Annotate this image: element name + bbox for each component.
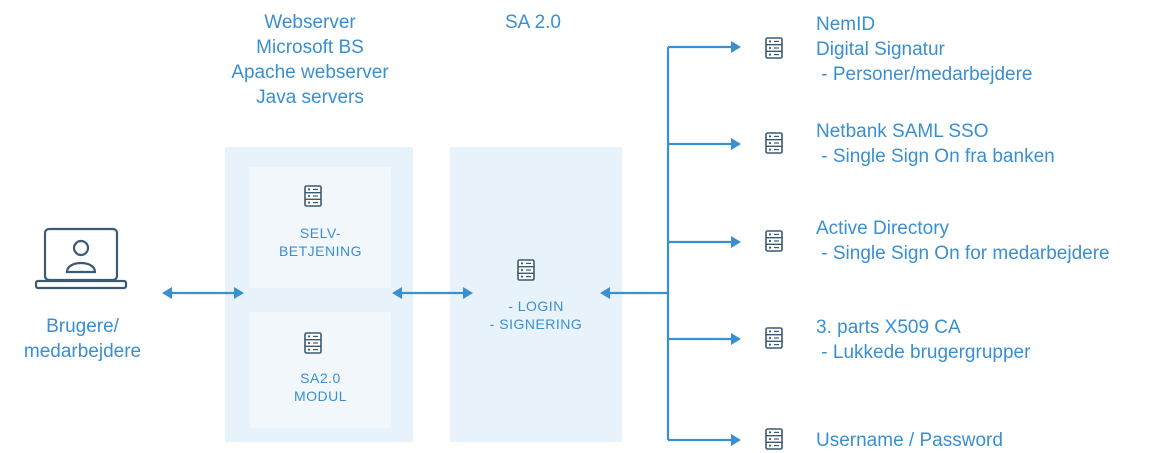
branch-arrow [668, 236, 741, 248]
sa-module-panel [250, 312, 391, 428]
service-line: Netbank SAML SSO [816, 121, 989, 142]
service-line: Digital Signatur [816, 39, 945, 60]
service-nemid: NemID Digital Signatur - Personer/medarb… [816, 12, 1033, 87]
double-arrow-user-webserver [162, 287, 244, 299]
sa-header: SA 2.0 [505, 12, 561, 33]
service-line: - Single Sign On fra banken [816, 146, 1055, 167]
login-label: - LOGIN - SIGNERING [450, 297, 622, 333]
server-icon [765, 37, 783, 59]
service-active-directory: Active Directory - Single Sign On for me… [816, 216, 1110, 266]
service-connector-trunk [600, 47, 670, 440]
service-line: Active Directory [816, 218, 950, 239]
webserver-header-line: Java servers [256, 87, 364, 108]
webserver-header: Webserver Microsoft BS Apache webserver … [200, 10, 420, 110]
webserver-header-line: Webserver [264, 12, 356, 33]
webserver-header-line: Microsoft BS [256, 37, 364, 58]
service-line: Username / Password [816, 430, 1003, 451]
branch-arrow [668, 41, 741, 53]
service-x509: 3. parts X509 CA - Lukkede brugergrupper [816, 315, 1030, 365]
double-arrow-webserver-login [392, 287, 473, 299]
service-username: Username / Password [816, 428, 1003, 453]
self-service-label-line: BETJENING [278, 243, 363, 259]
server-icon [765, 230, 783, 252]
branch-arrow [668, 434, 741, 446]
webserver-header-line: Apache webserver [231, 62, 389, 83]
server-icon [765, 428, 783, 450]
service-line: - Personer/medarbejdere [816, 64, 1033, 85]
laptop-user-icon [34, 227, 128, 290]
server-icon [765, 132, 783, 154]
server-icon [517, 259, 535, 281]
service-line: NemID [816, 14, 876, 35]
service-line: - Single Sign On for medarbejdere [816, 243, 1110, 264]
service-line: - Lukkede brugergrupper [816, 342, 1031, 363]
sa-module-label-line: MODUL [293, 388, 348, 404]
branch-arrow [668, 333, 741, 345]
sa-module-label: SA2.0 MODUL [250, 369, 391, 405]
service-line: 3. parts X509 CA [816, 317, 961, 338]
user-label-line: medarbejdere [23, 341, 142, 362]
self-service-label: SELV- BETJENING [250, 224, 391, 260]
user-label: Brugere/ medarbejdere [0, 314, 165, 364]
server-icon [304, 332, 322, 354]
sa-login-box [450, 147, 622, 442]
login-label-line: - SIGNERING [489, 316, 583, 332]
server-icon [765, 327, 783, 349]
branch-arrow [668, 138, 741, 150]
self-service-label-line: SELV- [299, 225, 342, 241]
server-icon [304, 185, 322, 207]
sa-module-label-line: SA2.0 [300, 370, 341, 386]
service-netbank: Netbank SAML SSO - Single Sign On fra ba… [816, 119, 1055, 169]
user-label-line: Brugere/ [46, 316, 119, 337]
login-label-line: - LOGIN [508, 298, 564, 314]
